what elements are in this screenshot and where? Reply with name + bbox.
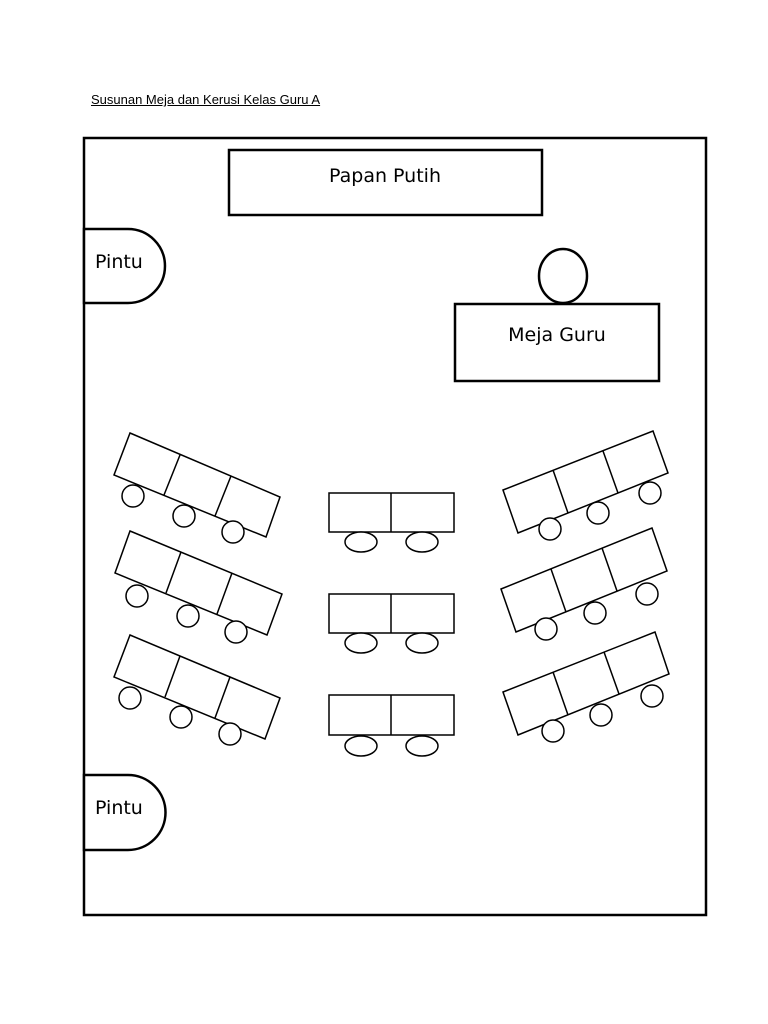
student-chair	[125, 584, 149, 608]
door-top: Pintu	[82, 227, 167, 305]
whiteboard-label: Papan Putih	[329, 165, 441, 187]
student-chair	[405, 632, 439, 654]
door-bottom: Pintu	[82, 773, 167, 852]
diagram-title: Susunan Meja dan Kerusi Kelas Guru A	[91, 92, 321, 107]
student-chair	[172, 504, 196, 528]
student-chair	[538, 517, 562, 541]
student-chair	[169, 705, 193, 729]
student-chair	[405, 735, 439, 757]
student-chair	[118, 686, 142, 710]
student-chair	[638, 481, 662, 505]
student-chair	[344, 531, 378, 553]
student-desk-center-1	[328, 492, 455, 553]
student-chair	[344, 735, 378, 757]
student-chair	[635, 582, 659, 606]
student-desk-center-3	[328, 694, 455, 757]
teacher-desk: Meja Guru	[453, 302, 661, 383]
door-top-label: Pintu	[95, 251, 143, 273]
classroom-wall	[82, 136, 708, 917]
student-chair	[218, 722, 242, 746]
teacher-desk-label: Meja Guru	[508, 324, 606, 346]
student-chair	[534, 617, 558, 641]
student-chair	[405, 531, 439, 553]
whiteboard: Papan Putih	[227, 148, 544, 217]
student-desk-left-1	[113, 432, 281, 544]
student-chair	[221, 520, 245, 544]
student-desk-center-2	[328, 593, 455, 654]
teacher-chair	[537, 247, 589, 305]
student-chair	[176, 604, 200, 628]
door-bottom-label: Pintu	[95, 797, 143, 819]
student-chair	[583, 601, 607, 625]
student-chair	[541, 719, 565, 743]
student-chair	[224, 620, 248, 644]
student-desk-right-2	[500, 527, 668, 641]
student-desk-left-3	[113, 634, 281, 746]
student-chair	[640, 684, 664, 708]
student-chair	[344, 632, 378, 654]
student-desk-right-1	[502, 430, 669, 541]
student-desk-right-3	[502, 631, 670, 743]
student-chair	[121, 484, 145, 508]
student-chair	[589, 703, 613, 727]
student-chair	[586, 501, 610, 525]
student-desk-left-2	[114, 530, 283, 644]
